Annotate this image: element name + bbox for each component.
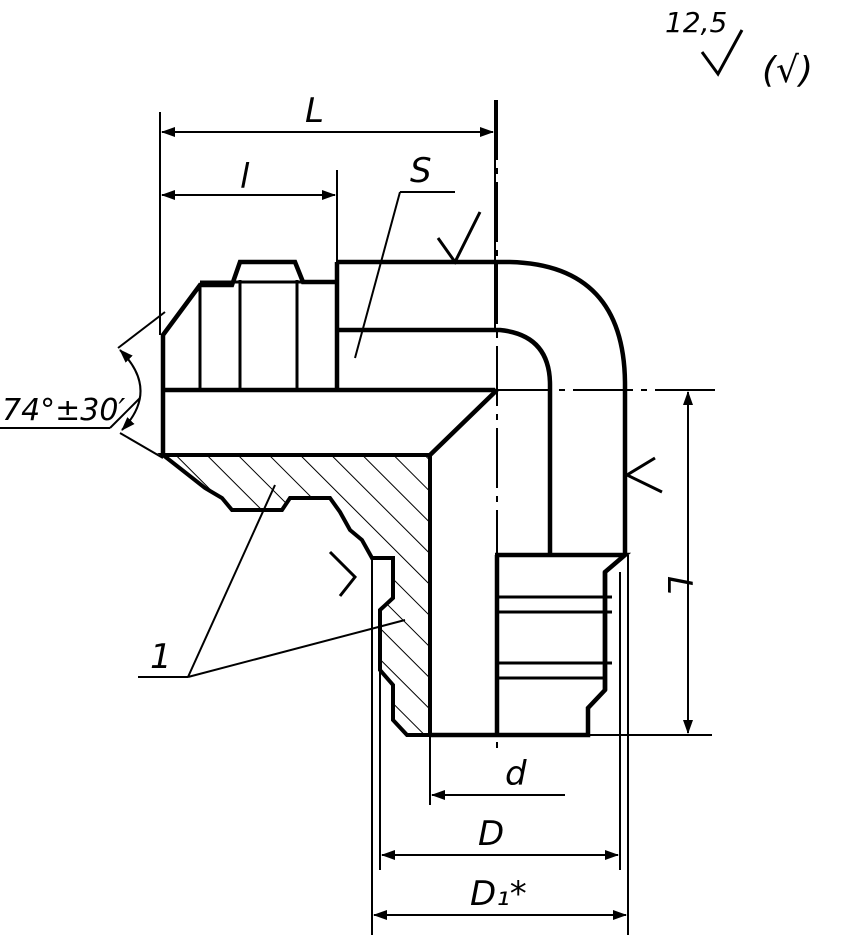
check-icon [700,29,744,77]
dim-cone-angle [0,311,166,459]
centre-lines [163,100,715,750]
roughness-rest: (√) [762,50,813,91]
label-S: S [410,151,432,191]
roughness-symbol: 12,5 (√) [665,6,813,91]
roughness-value: 12,5 [665,6,727,39]
label-d: d [505,754,527,794]
section-hatched-area [157,453,432,737]
extension-lines [159,100,712,935]
leader-part-1 [138,484,406,678]
label-D: D [478,814,504,854]
label-l: l [240,157,250,197]
leader-S [354,191,455,359]
label-D1: D₁* [470,874,527,914]
label-L-top: L [305,91,324,131]
label-cone-angle: 74°±30′ [2,393,125,428]
label-L-side: L [659,576,699,595]
label-part-1: 1 [150,637,172,677]
surface-finish-marks [328,211,663,597]
